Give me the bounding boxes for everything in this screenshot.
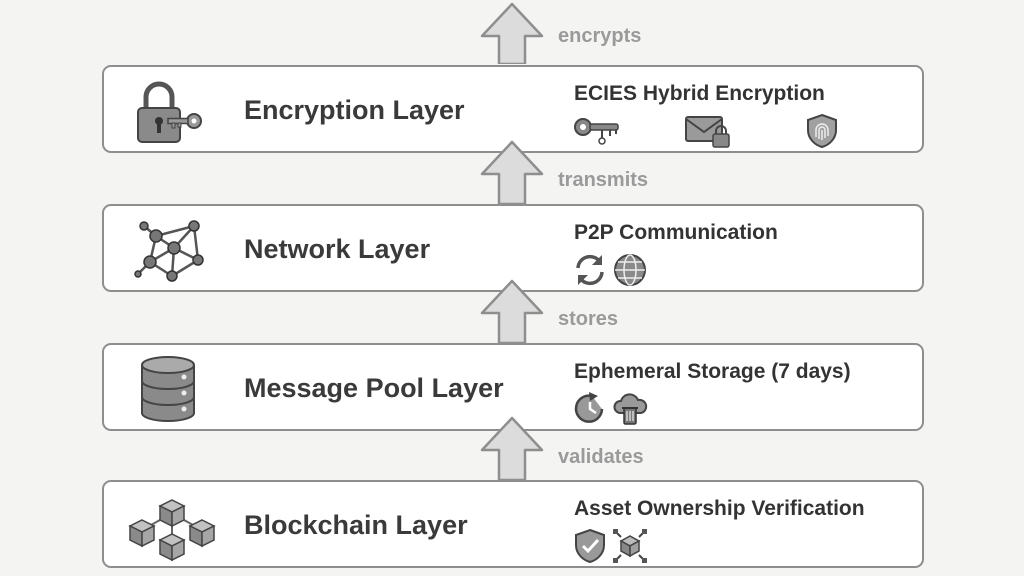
up-arrow-validates: [480, 416, 544, 480]
network-layer-title: Network Layer: [244, 234, 431, 264]
clock-refresh-icon: [574, 392, 604, 423]
padlock-key-icon: [137, 81, 202, 143]
key-icon: [574, 118, 619, 145]
globe-icon: [614, 254, 646, 286]
blockchain-layer-title: Blockchain Layer: [244, 510, 468, 540]
network-layer-box: Network Layer P2P Communication: [102, 204, 924, 292]
shield-check-icon: [575, 528, 605, 564]
arrow-label-stores: stores: [558, 308, 619, 330]
network-graph-icon: [134, 220, 204, 282]
cube-network-icon: [613, 529, 647, 563]
arrow-label-encrypts: encrypts: [558, 25, 642, 47]
up-arrow-encrypts: [480, 2, 544, 64]
message-pool-layer-title: Message Pool Layer: [244, 373, 504, 403]
message-pool-layer-box: Message Pool Layer Ephemeral Storage (7 …: [102, 343, 924, 431]
up-arrow-stores: [480, 279, 544, 343]
arrow-label-validates: validates: [558, 446, 644, 468]
locked-envelope-icon: [685, 116, 730, 148]
network-feature-title: P2P Communication: [574, 221, 778, 244]
up-arrow-transmits: [480, 140, 544, 204]
fingerprint-shield-icon: [807, 113, 837, 149]
blockchain-layer-box: Blockchain Layer Asset Ownership Verific…: [102, 480, 924, 568]
arrow-label-transmits: transmits: [558, 169, 649, 191]
encryption-layer-title: Encryption Layer: [244, 95, 465, 125]
blockchain-feature-title: Asset Ownership Verification: [574, 497, 865, 520]
linked-cubes-icon: [128, 499, 216, 562]
database-icon: [141, 356, 195, 422]
encryption-layer-box: Encryption Layer ECIES Hybrid Encryption: [102, 65, 924, 153]
encryption-feature-title: ECIES Hybrid Encryption: [574, 82, 825, 105]
sync-arrows-icon: [576, 254, 604, 286]
cloud-trash-icon: [613, 393, 648, 425]
message-pool-feature-title: Ephemeral Storage (7 days): [574, 360, 851, 383]
